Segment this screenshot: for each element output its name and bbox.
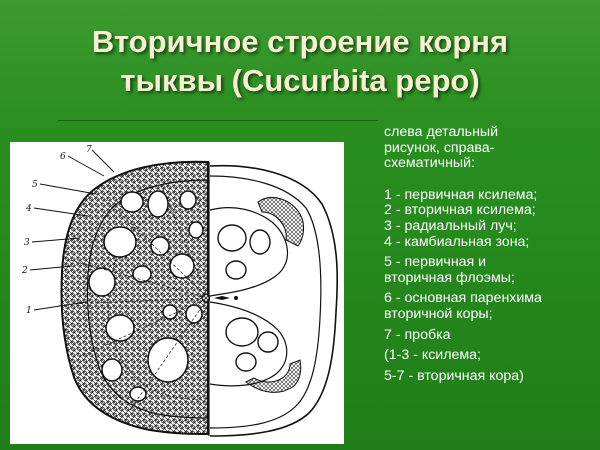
diagram-label-2: 2 (21, 266, 28, 276)
slide-title-line-2: тыквы (Cucurbita pepo) (120, 63, 480, 98)
intro-line-3: схематичный: (384, 155, 475, 172)
legend-gap (384, 172, 596, 188)
title-divider (58, 120, 378, 121)
legend-note-2: 5-7 - вторичная кора) (384, 367, 524, 384)
slide-title-line-1: Вторичное строение корня (91, 24, 509, 59)
root-cross-section-svg: 1 2 3 4 5 6 7 (21, 145, 339, 437)
root-cross-section-diagram: 1 2 3 4 5 6 7 (10, 142, 344, 444)
intro-line-1: слева детальный (384, 124, 499, 140)
legend-text: слева детальный рисунок, справа- схемати… (384, 124, 596, 384)
detailed-half (60, 160, 210, 436)
legend-item-7: 7 - пробка (384, 326, 451, 343)
legend-item-5b: вторичная флоэмы; (384, 269, 515, 286)
legend-item-2: 2 - вторичная ксилема; (384, 202, 536, 219)
diagram-label-3: 3 (24, 238, 30, 248)
legend-item-6b: вторичной коры; (384, 305, 493, 322)
diagram-label-6: 6 (60, 152, 66, 162)
legend-note-1: (1-3 - ксилема; (384, 347, 481, 364)
diagram-label-5: 5 (32, 180, 38, 190)
legend-item-6a: 6 - основная паренхима (384, 290, 542, 307)
legend-item-1: 1 - первичная ксилема; (384, 186, 538, 203)
diagram-label-1: 1 (26, 306, 32, 316)
schematic-half (209, 164, 339, 437)
legend-item-3: 3 - радиальный луч; (384, 217, 517, 234)
diagram-label-4: 4 (25, 204, 32, 214)
diagram-label-7: 7 (86, 145, 92, 155)
legend-item-5a: 5 - первичная и (384, 254, 487, 271)
legend-item-4: 4 - камбиальная зона; (384, 233, 530, 250)
intro-line-2: рисунок, справа- (384, 139, 495, 156)
